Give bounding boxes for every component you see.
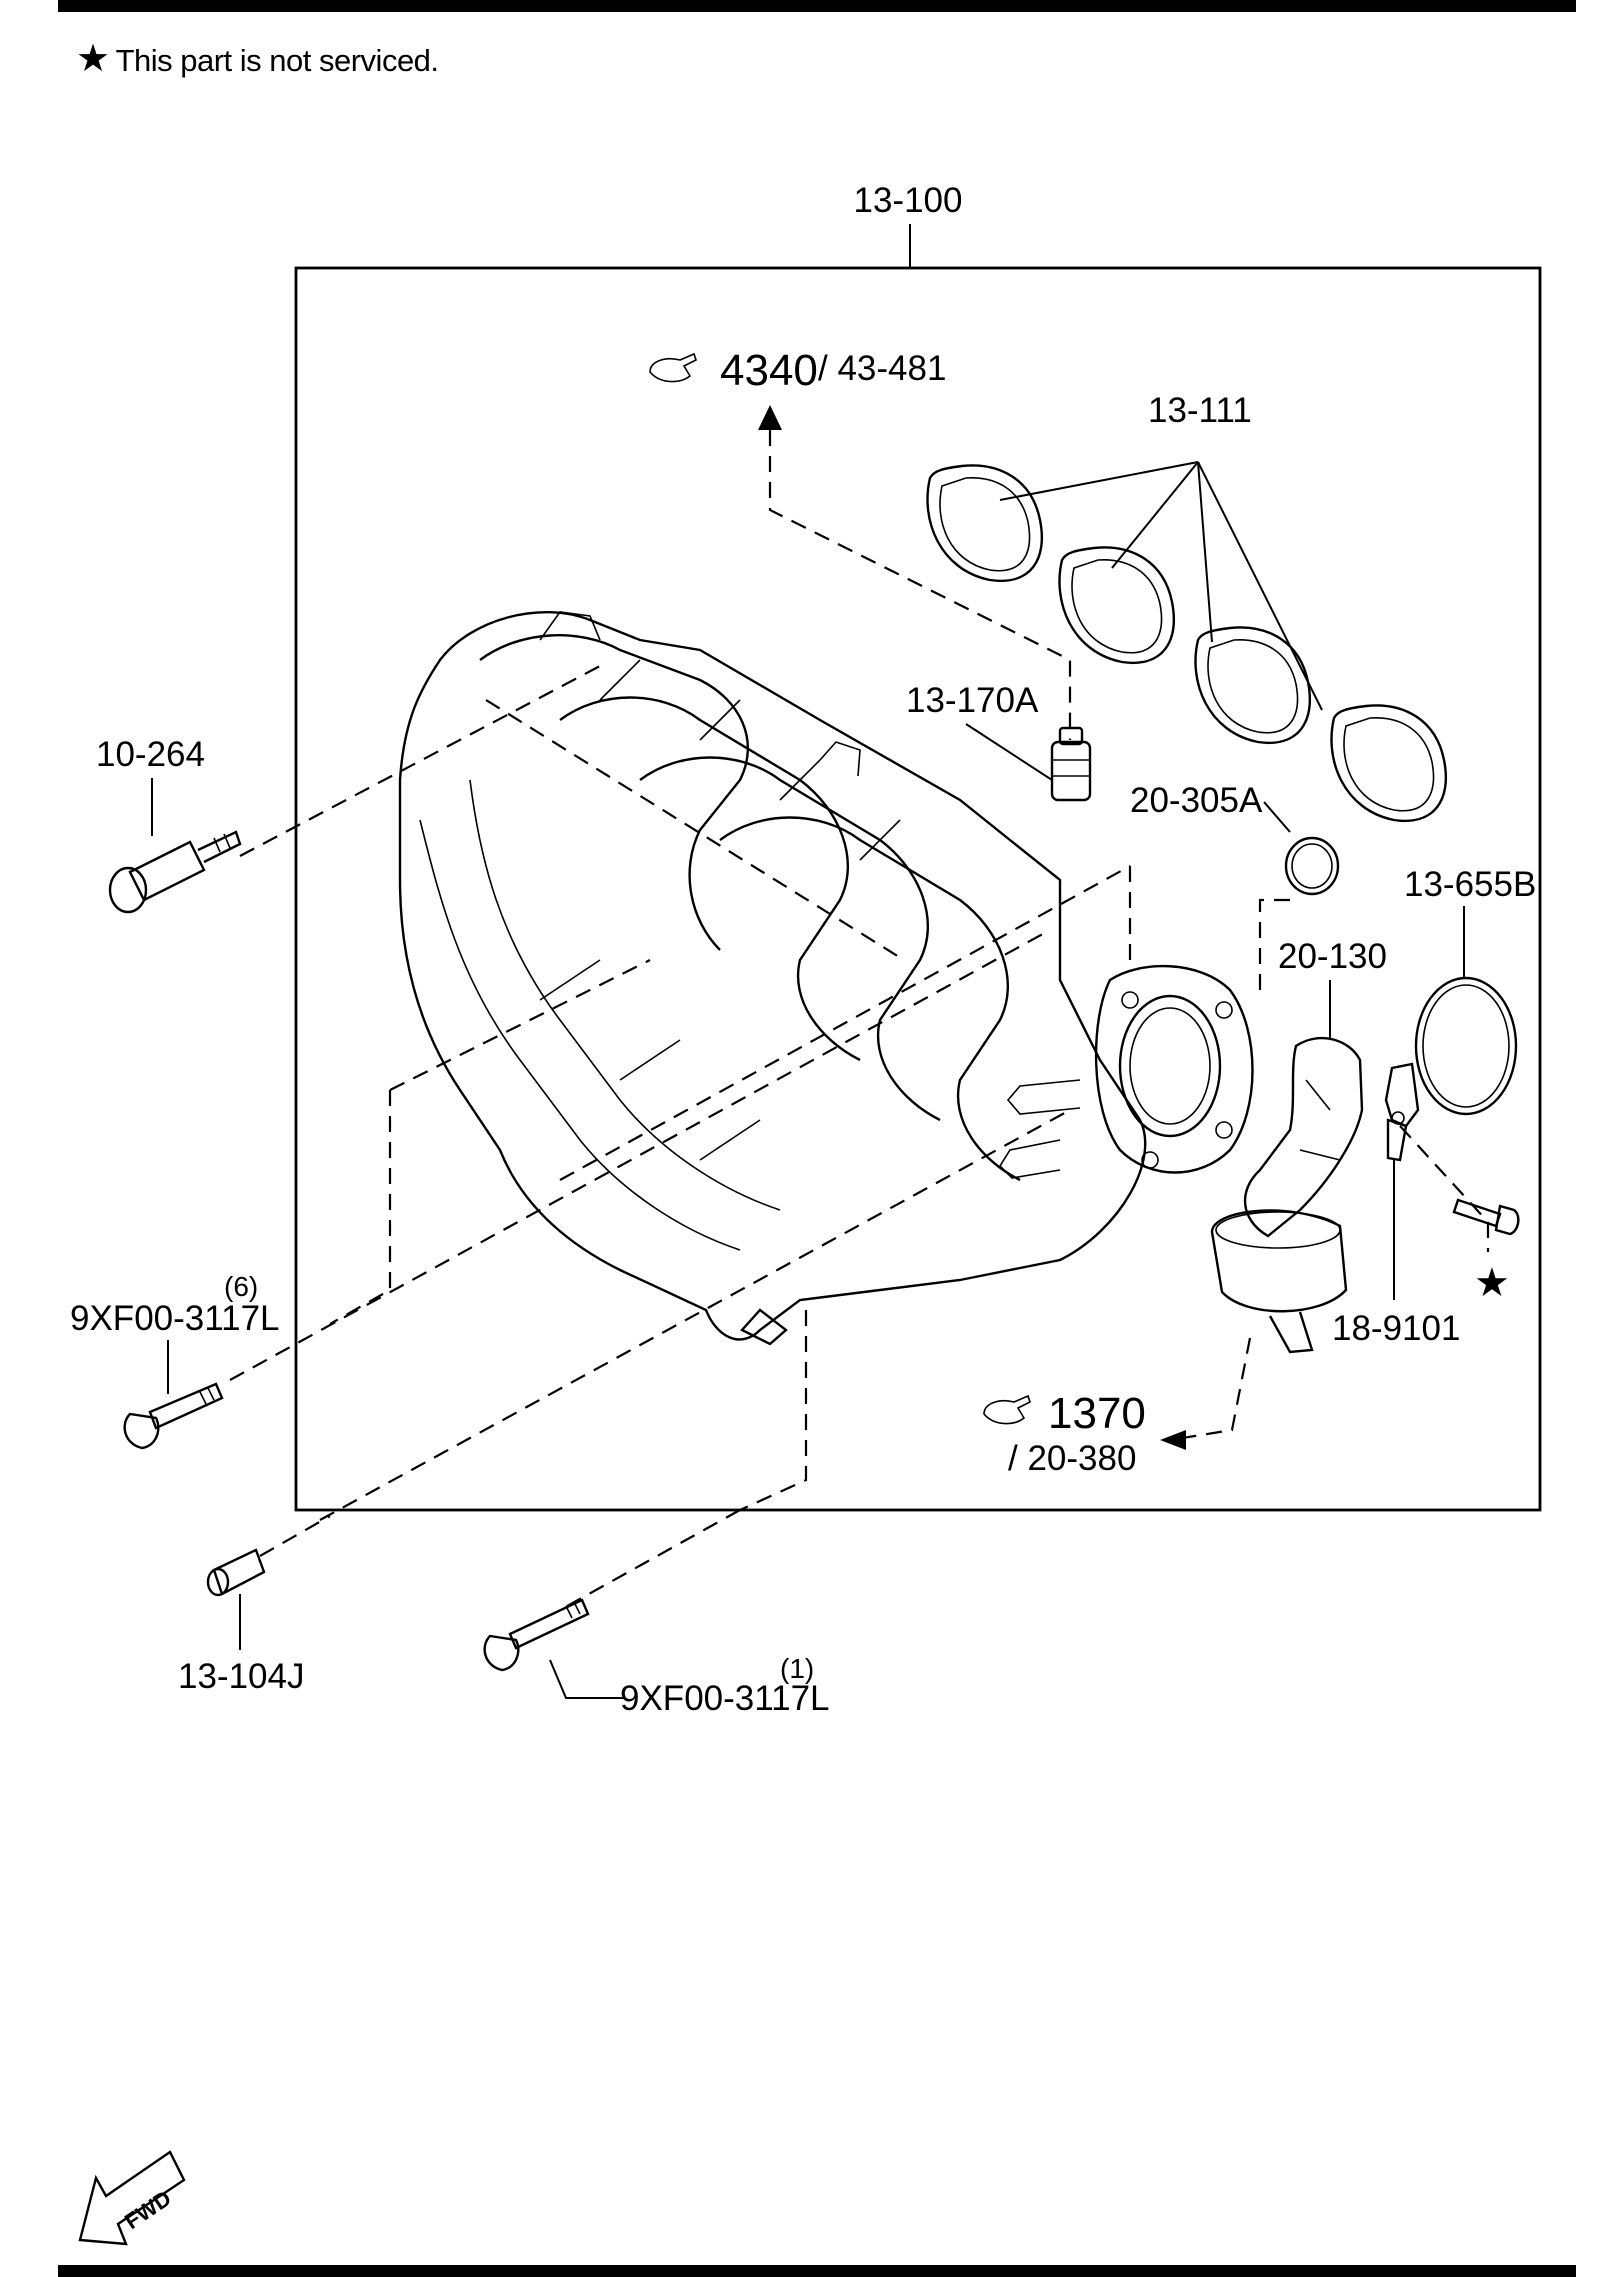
callout-throttle-body[interactable]: 20-130	[1278, 937, 1387, 976]
bolt-a	[123, 1382, 224, 1450]
ref-pointer-icon	[649, 352, 697, 383]
callout-dowel[interactable]: 13-104J	[178, 1657, 304, 1696]
callout-bolt-b[interactable]: 9XF00-3117L	[620, 1679, 830, 1718]
intake-manifold	[398, 610, 1147, 1346]
sensor-screw	[1452, 1198, 1520, 1236]
intake-gasket-2	[1058, 546, 1176, 665]
callout-valve[interactable]: 13-170A	[906, 681, 1039, 720]
fwd-arrow-icon: FWD	[78, 2150, 186, 2246]
bolt-b-leader	[549, 1659, 626, 1699]
arrow-up-icon	[758, 405, 782, 430]
callout-oring-large[interactable]: 13-655B	[1404, 865, 1536, 904]
valve-leader	[965, 723, 1053, 781]
bolt-b	[483, 1598, 590, 1672]
callout-sensor[interactable]: 18-9101	[1332, 1309, 1460, 1348]
ref-top-page[interactable]: 4340	[720, 346, 818, 395]
ref-top-part[interactable]: / 43-481	[818, 349, 946, 388]
dashed-screw	[1399, 1125, 1489, 1223]
ref-bottom-part[interactable]: / 20-380	[1008, 1439, 1136, 1478]
callout-gaskets[interactable]: 13-111	[1148, 391, 1252, 430]
legend-text: This part is not serviced.	[115, 43, 439, 78]
top-border	[58, 0, 1576, 12]
intake-gasket-3	[1194, 626, 1312, 745]
dowel-pin	[206, 1548, 266, 1597]
fwd-label: FWD	[120, 2185, 176, 2234]
callout-assembly[interactable]: 13-100	[854, 181, 963, 220]
pcv-valve	[1050, 726, 1092, 802]
throttle-body-flange	[998, 964, 1254, 1179]
star-icon-screw: ★	[1474, 1261, 1510, 1305]
ref-bottom-page[interactable]: 1370	[1048, 1389, 1146, 1438]
vsv-solenoid	[108, 830, 242, 914]
callout-oring-small[interactable]: 20-305A	[1130, 781, 1263, 820]
callout-bolt-a[interactable]: 9XF00-3117L	[70, 1299, 280, 1338]
o-ring-small	[1284, 836, 1340, 896]
callout-bolt-a-qty: (6)	[224, 1271, 258, 1302]
ref-pointer-icon-bottom	[983, 1394, 1031, 1425]
star-icon: ★	[76, 38, 110, 80]
intake-gasket-1	[926, 464, 1044, 583]
bottom-border	[58, 2265, 1576, 2277]
oring-small-leader	[1263, 801, 1291, 833]
arrow-left-icon	[1160, 1430, 1186, 1450]
callout-vsv[interactable]: 10-264	[96, 735, 205, 774]
dashed-alignment-lines	[229, 665, 1290, 1611]
gasket-leaders	[999, 461, 1323, 711]
throttle-actuator	[1210, 1036, 1364, 1354]
dashed-leader-top	[768, 430, 1072, 740]
callout-bolt-b-qty: (1)	[780, 1653, 814, 1684]
assembly-frame	[294, 266, 1542, 1512]
legend-note: ★This part is not serviced.	[76, 36, 439, 81]
dashed-leader-throttle	[1169, 1337, 1252, 1442]
o-ring-large	[1414, 976, 1518, 1116]
sensor-part	[1384, 1062, 1420, 1162]
intake-gasket-4	[1330, 704, 1448, 823]
